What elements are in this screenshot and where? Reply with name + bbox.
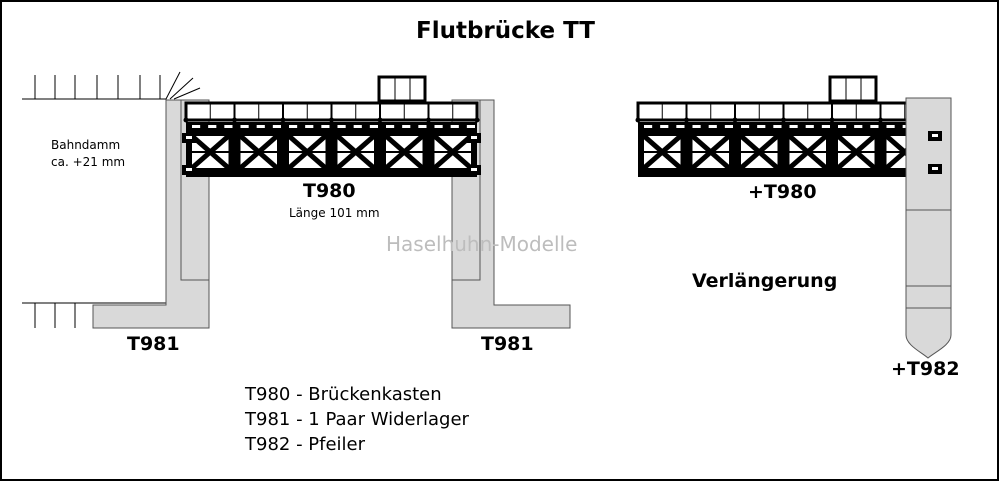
abutment-right [451, 99, 571, 329]
box-code-left: T980 [303, 180, 356, 202]
watermark: Haselhuhn-Modelle [386, 232, 578, 256]
abutment-code-left: T981 [127, 333, 180, 355]
box-code-right: +T980 [748, 181, 817, 203]
pier [905, 97, 952, 359]
box-length: Länge 101 mm [289, 206, 380, 220]
bridge-box-right [635, 75, 933, 177]
legend-item-t980: T980 - Brückenkasten [245, 384, 442, 405]
bridge-box-left [182, 75, 481, 177]
legend-item-t981: T981 - 1 Paar Widerlager [245, 409, 469, 430]
pier-code: +T982 [891, 358, 960, 380]
embankment-height: ca. +21 mm [51, 155, 126, 169]
embankment-label: Bahndamm [51, 138, 121, 152]
abutment-code-right: T981 [481, 333, 534, 355]
abutment-left [92, 99, 210, 329]
legend-item-t982: T982 - Pfeiler [245, 434, 366, 455]
page-title: Flutbrücke TT [416, 18, 595, 44]
pier-brackets [928, 131, 942, 174]
extension-heading: Verlängerung [692, 270, 838, 292]
